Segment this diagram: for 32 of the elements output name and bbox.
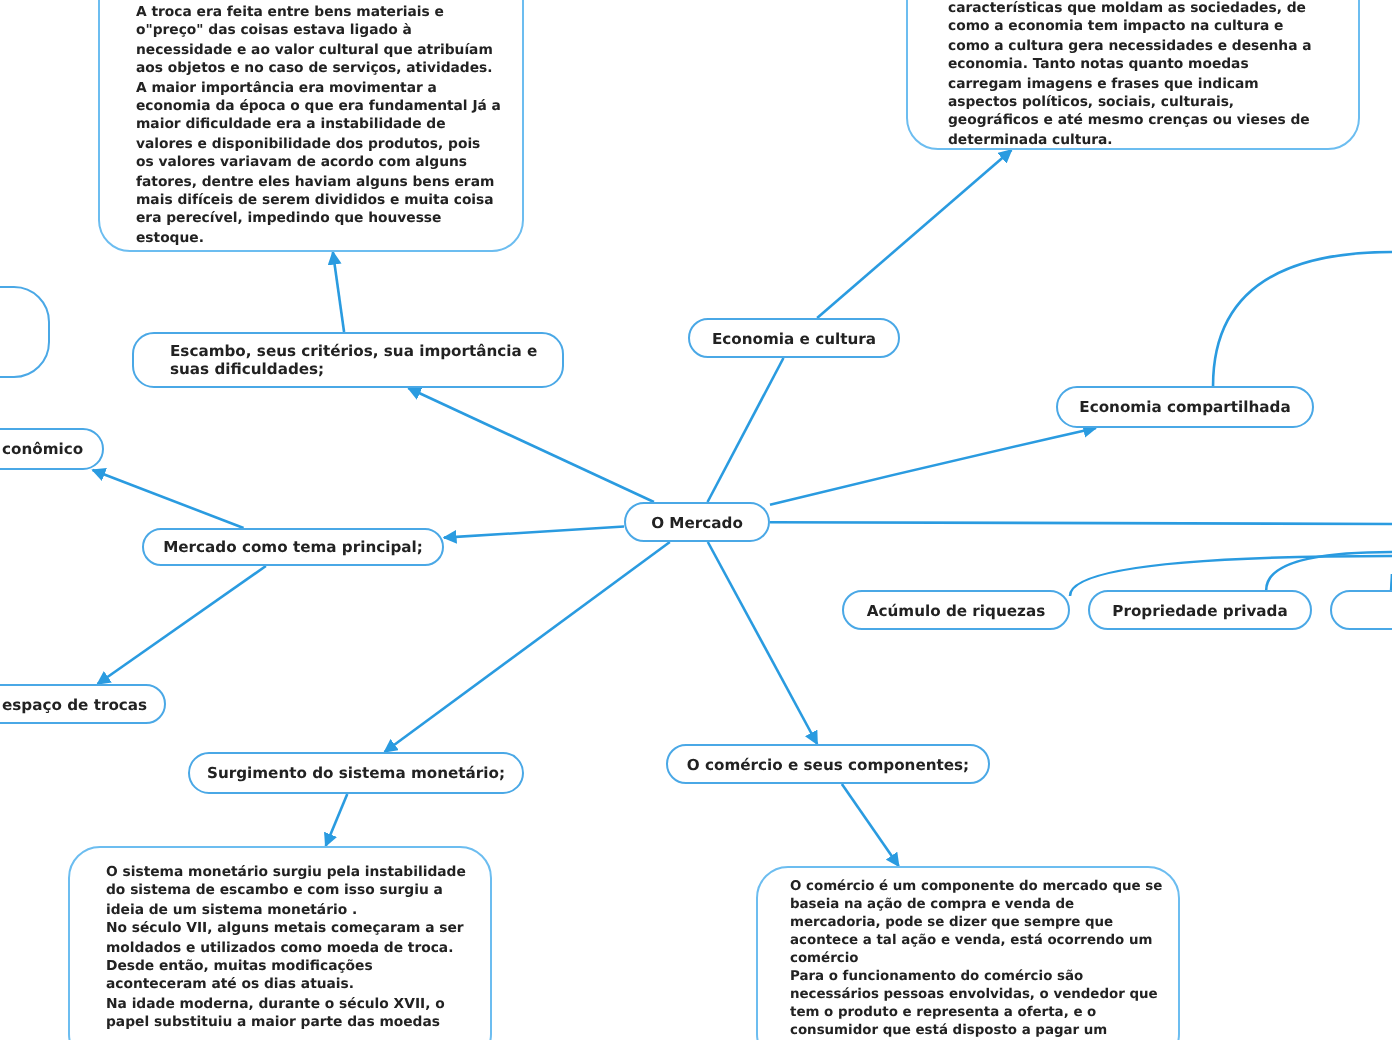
arrow (96, 564, 267, 686)
topic-box (666, 744, 990, 784)
note-box (98, 0, 524, 252)
arrow (442, 525, 625, 544)
note-box (68, 846, 492, 1040)
arrow (407, 386, 655, 504)
arrow (324, 793, 349, 848)
topic-box (688, 318, 900, 358)
topic-box (188, 752, 524, 794)
connector-line (1068, 554, 1392, 597)
arrow (383, 540, 671, 754)
topic-box (142, 528, 444, 566)
connector-line (1211, 250, 1392, 387)
topic-box (1088, 590, 1312, 630)
arrow (769, 423, 1098, 507)
connector-line (706, 357, 785, 503)
topic-box (132, 332, 564, 388)
connector-line (1264, 550, 1392, 591)
arrow (816, 149, 1013, 319)
arrow (91, 468, 245, 530)
arrow (840, 783, 900, 868)
topic-box (1056, 386, 1314, 428)
topic-box (0, 684, 166, 724)
arrow (706, 541, 819, 746)
note-box (756, 866, 1180, 1040)
connector-line (1389, 573, 1392, 591)
note-box (906, 0, 1360, 150)
topic-box (842, 590, 1070, 630)
topic-box (0, 428, 104, 470)
connector-line (770, 520, 1392, 526)
arrow (327, 250, 346, 333)
topic-box (624, 502, 770, 542)
